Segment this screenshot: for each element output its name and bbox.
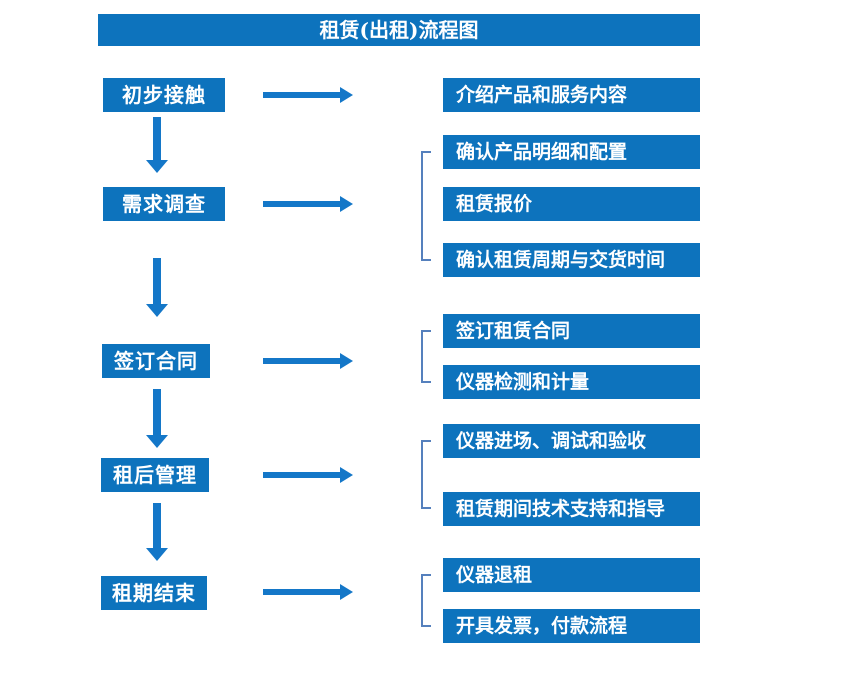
group-bracket [421, 151, 431, 261]
right-arrow-icon [263, 87, 353, 103]
down-arrow-shaft [153, 503, 161, 548]
down-arrow-shaft [153, 258, 161, 304]
group-bracket [421, 330, 431, 383]
down-arrow-head [146, 435, 168, 448]
detail-box-invoice-payment: 开具发票，付款流程 [443, 609, 700, 643]
detail-box-instrument-setup: 仪器进场、调试和验收 [443, 424, 700, 458]
right-arrow-shaft [263, 358, 340, 364]
stage-box-initial-contact: 初步接触 [103, 78, 225, 112]
right-arrow-icon [263, 353, 353, 369]
detail-box-confirm-rental-period: 确认租赁周期与交货时间 [443, 243, 700, 277]
stage-box-demand-survey: 需求调查 [103, 187, 225, 221]
stage-box-contract-signing: 签订合同 [102, 344, 210, 378]
right-arrow-shaft [263, 589, 340, 595]
right-arrow-head [340, 353, 353, 369]
detail-box-rental-quotation: 租赁报价 [443, 187, 700, 221]
right-arrow-head [340, 87, 353, 103]
title-bar: 租赁(出租)流程图 [98, 14, 700, 46]
right-arrow-shaft [263, 472, 340, 478]
right-arrow-icon [263, 467, 353, 483]
right-arrow-shaft [263, 201, 340, 207]
down-arrow-icon [146, 117, 168, 173]
group-bracket [421, 574, 431, 627]
page-title: 租赁(出租)流程图 [319, 18, 479, 42]
detail-box-confirm-product-details: 确认产品明细和配置 [443, 135, 700, 169]
right-arrow-head [340, 196, 353, 212]
down-arrow-shaft [153, 389, 161, 435]
down-arrow-icon [146, 389, 168, 448]
right-arrow-shaft [263, 92, 340, 98]
down-arrow-shaft [153, 117, 161, 160]
right-arrow-head [340, 467, 353, 483]
detail-box-technical-support: 租赁期间技术支持和指导 [443, 492, 700, 526]
down-arrow-icon [146, 258, 168, 317]
detail-box-sign-rental-contract: 签订租赁合同 [443, 314, 700, 348]
down-arrow-head [146, 160, 168, 173]
detail-box-introduce-products: 介绍产品和服务内容 [443, 78, 700, 112]
stage-box-post-rental-management: 租后管理 [101, 458, 209, 492]
group-bracket [421, 440, 431, 509]
right-arrow-head [340, 584, 353, 600]
down-arrow-head [146, 304, 168, 317]
detail-box-instrument-return: 仪器退租 [443, 558, 700, 592]
stage-box-rental-end: 租期结束 [101, 576, 207, 610]
detail-box-instrument-testing: 仪器检测和计量 [443, 365, 700, 399]
right-arrow-icon [263, 196, 353, 212]
down-arrow-icon [146, 503, 168, 561]
down-arrow-head [146, 548, 168, 561]
right-arrow-icon [263, 584, 353, 600]
